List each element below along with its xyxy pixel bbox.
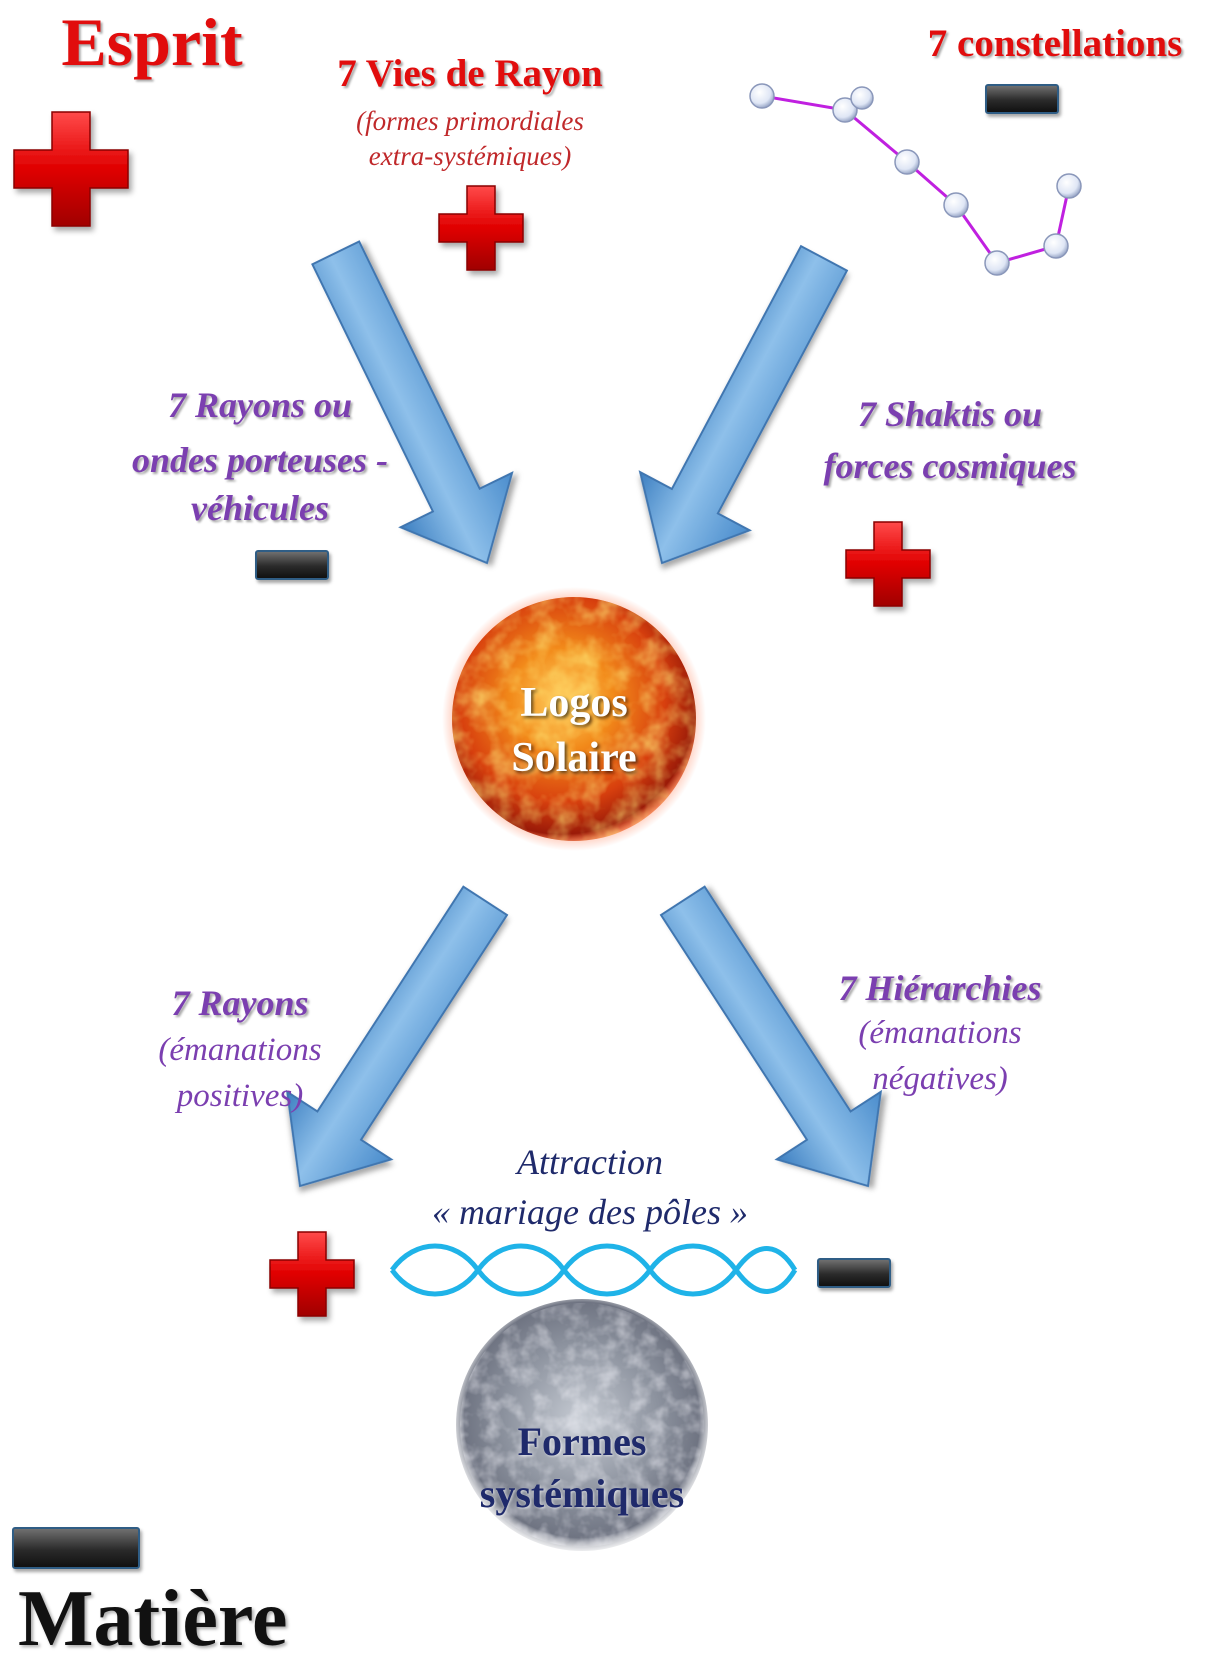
rayons-positifs-title: 7 Rayons xyxy=(120,983,360,1023)
attraction-line2: « mariage des pôles » xyxy=(390,1192,790,1232)
shaktis-line2: forces cosmiques xyxy=(790,446,1110,486)
minus-icon-attraction xyxy=(817,1258,891,1288)
hierarchies-title: 7 Hiérarchies xyxy=(800,968,1080,1008)
wave-icon xyxy=(392,1246,795,1294)
rayons-porteuses-line1: 7 Rayons ou xyxy=(100,385,420,425)
hierarchies-sub1: (émanations xyxy=(800,1015,1080,1052)
rayons-positifs-sub2: positives) xyxy=(120,1078,360,1115)
formes-line1: Formes xyxy=(462,1420,702,1465)
shaktis-line1: 7 Shaktis ou xyxy=(790,394,1110,434)
esprit-label: Esprit xyxy=(32,4,272,80)
formes-line2: systémiques xyxy=(442,1472,722,1517)
rayons-porteuses-line2: ondes porteuses - xyxy=(100,440,420,480)
minus-icon-matiere xyxy=(12,1527,140,1569)
plus-icon-shaktis xyxy=(846,522,930,606)
logos-line1: Logos xyxy=(474,680,674,727)
constellations-label: 7 constellations xyxy=(900,22,1210,66)
vies-title: 7 Vies de Rayon xyxy=(300,52,640,96)
plus-icon-esprit xyxy=(14,112,128,226)
rayons-positifs-sub1: (émanations xyxy=(120,1032,360,1069)
vies-subtitle-2: extra-systémiques) xyxy=(300,141,640,171)
logos-line2: Solaire xyxy=(474,735,674,782)
minus-icon-rayons xyxy=(255,550,329,580)
minus-icon-constellations xyxy=(985,84,1059,114)
plus-icon-vies xyxy=(439,186,523,270)
vies-subtitle-1: (formes primordiales xyxy=(300,106,640,136)
rayons-porteuses-line3: véhicules xyxy=(100,488,420,528)
plus-icon-attraction xyxy=(270,1232,354,1316)
matiere-label: Matière xyxy=(18,1575,338,1665)
hierarchies-sub2: négatives) xyxy=(800,1061,1080,1098)
attraction-line1: Attraction xyxy=(410,1142,770,1182)
